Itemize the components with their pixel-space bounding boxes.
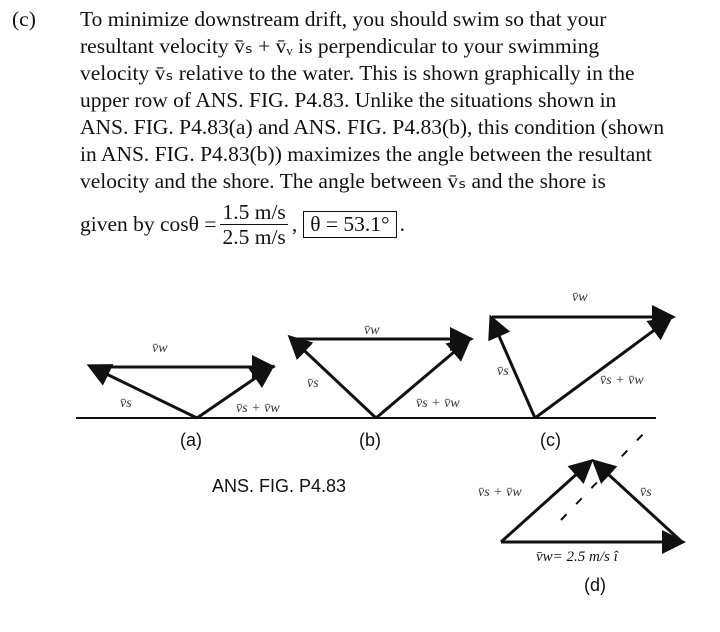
boxed-answer: θ = 53.1°: [303, 211, 397, 238]
label-sum-b: v̄s + v̄w: [416, 396, 460, 411]
figure-caption: ANS. FIG. P4.83: [212, 476, 346, 496]
denominator: 2.5 m/s: [222, 225, 286, 249]
label-sum-c: v̄s + v̄w: [600, 373, 644, 388]
label-vw-c: v̄w: [572, 290, 588, 305]
vs-arrow-d: [591, 458, 684, 544]
vs-arrow-c: [488, 314, 537, 419]
text-line: in ANS. FIG. P4.83(b)) maximizes the ang…: [80, 142, 653, 166]
equation-prefix: given by cosθ =: [80, 212, 217, 236]
sum-arrow-a: [196, 364, 275, 420]
vs-arrow-a: [86, 364, 198, 420]
part-label: (c): [12, 7, 36, 31]
solution-paragraph: (c) To minimize downstream drift, you sh…: [0, 6, 720, 196]
label-vw-b: v̄w: [364, 323, 380, 338]
panel-label-b: (b): [359, 430, 381, 450]
panel-label-d: (d): [584, 575, 606, 595]
fraction: 1.5 m/s 2.5 m/s: [220, 200, 288, 249]
panel-label-c: (c): [540, 430, 561, 450]
text-line: velocity v̄ₛ relative to the water. This…: [80, 61, 635, 85]
label-vs-d: v̄s: [640, 485, 652, 500]
vs-arrow-b: [287, 334, 378, 420]
label-sum-a: v̄s + v̄w: [236, 401, 280, 416]
sum-arrow-d: [499, 458, 594, 544]
text-line: velocity and the shore. The angle betwee…: [80, 169, 606, 193]
label-vs-a: v̄s: [120, 396, 132, 411]
label-vw-d: v̄w= 2.5 m/s î: [536, 549, 619, 565]
panel-label-a: (a): [180, 430, 202, 450]
numerator: 1.5 m/s: [220, 200, 288, 225]
comma: ,: [291, 212, 298, 236]
text-line: ANS. FIG. P4.83(a) and ANS. FIG. P4.83(b…: [80, 115, 665, 139]
sum-arrow-b: [375, 337, 472, 420]
sum-arrow-c: [534, 316, 673, 420]
label-vw-a: v̄w: [152, 341, 168, 356]
text-line: To minimize downstream drift, you should…: [80, 7, 607, 31]
text-line: upper row of ANS. FIG. P4.83. Unlike the…: [80, 88, 617, 112]
text-line: resultant velocity v̄ₛ + v̄ᵥ is perpendi…: [80, 34, 600, 58]
cos-equation: given by cosθ = 1.5 m/s 2.5 m/s , θ = 53…: [80, 200, 405, 249]
label-sum-d: v̄s + v̄w: [478, 485, 522, 500]
label-vs-b: v̄s: [307, 376, 319, 391]
period: .: [399, 212, 405, 236]
label-vs-c: v̄s: [497, 364, 509, 379]
